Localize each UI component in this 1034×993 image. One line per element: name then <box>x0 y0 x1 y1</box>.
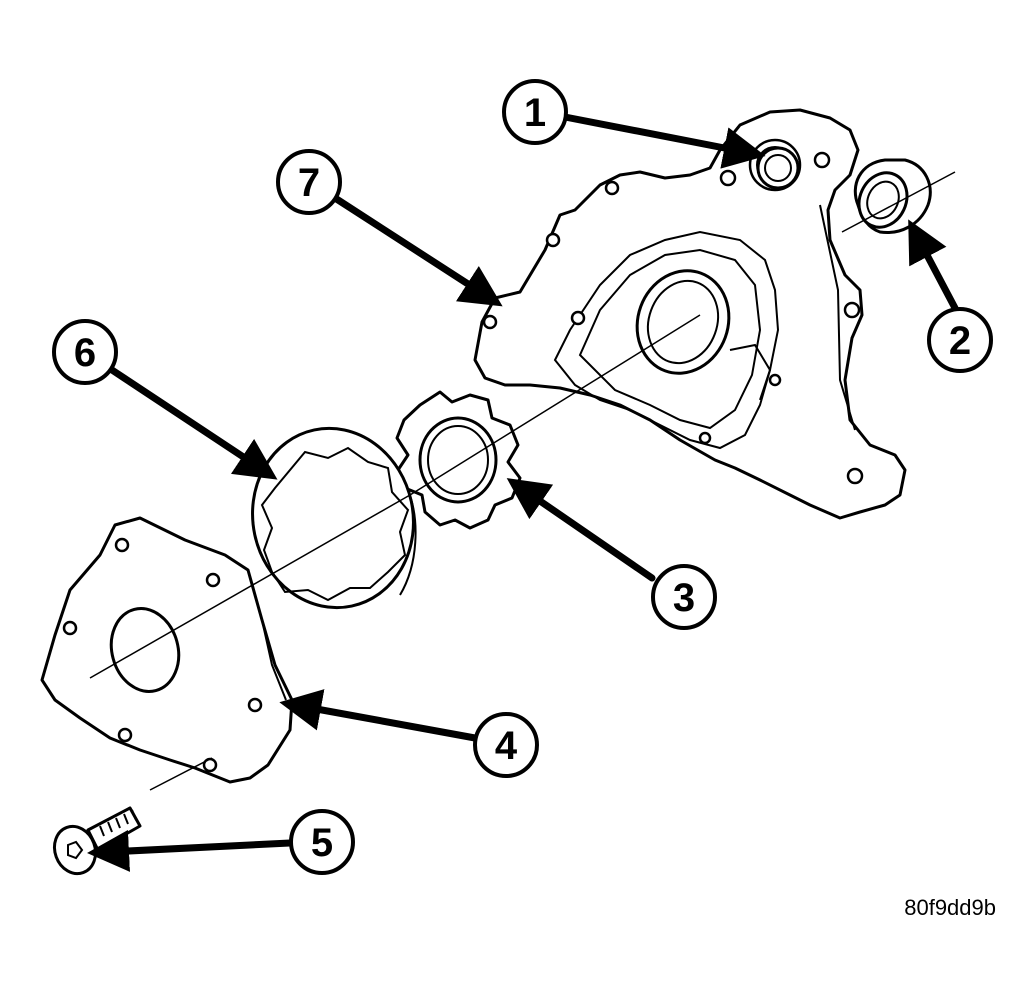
callout-2-label: 2 <box>949 319 971 363</box>
callout-5-label: 5 <box>311 821 333 865</box>
callout-7-label: 7 <box>298 161 320 205</box>
callout-1-label: 1 <box>524 91 546 135</box>
inner-rotor-part <box>395 390 522 530</box>
callout-7: 7 <box>276 149 342 215</box>
leader-7 <box>331 194 503 307</box>
leader-6 <box>108 366 278 480</box>
figure-id-label: 80f9dd9b <box>904 895 996 920</box>
front-seal-part <box>841 158 956 235</box>
callout-2: 2 <box>927 307 993 373</box>
callout-4-label: 4 <box>495 724 518 768</box>
callout-1: 1 <box>502 79 568 145</box>
callout-3: 3 <box>651 564 717 630</box>
leader-lines <box>87 113 959 872</box>
crankshaft-seal-part <box>756 146 800 190</box>
callout-6: 6 <box>52 319 118 385</box>
screw-part <box>52 806 142 876</box>
callout-4: 4 <box>473 712 539 778</box>
leader-1 <box>561 113 766 169</box>
callout-6-label: 6 <box>74 331 96 375</box>
leader-4 <box>279 689 479 742</box>
centerline <box>89 314 701 791</box>
leader-3 <box>506 478 656 582</box>
callout-3-label: 3 <box>673 576 695 620</box>
leader-2 <box>908 219 959 312</box>
leader-5 <box>87 829 294 872</box>
callout-5: 5 <box>289 809 355 875</box>
pump-cover-part <box>40 516 294 784</box>
pump-housing-part <box>473 108 907 520</box>
